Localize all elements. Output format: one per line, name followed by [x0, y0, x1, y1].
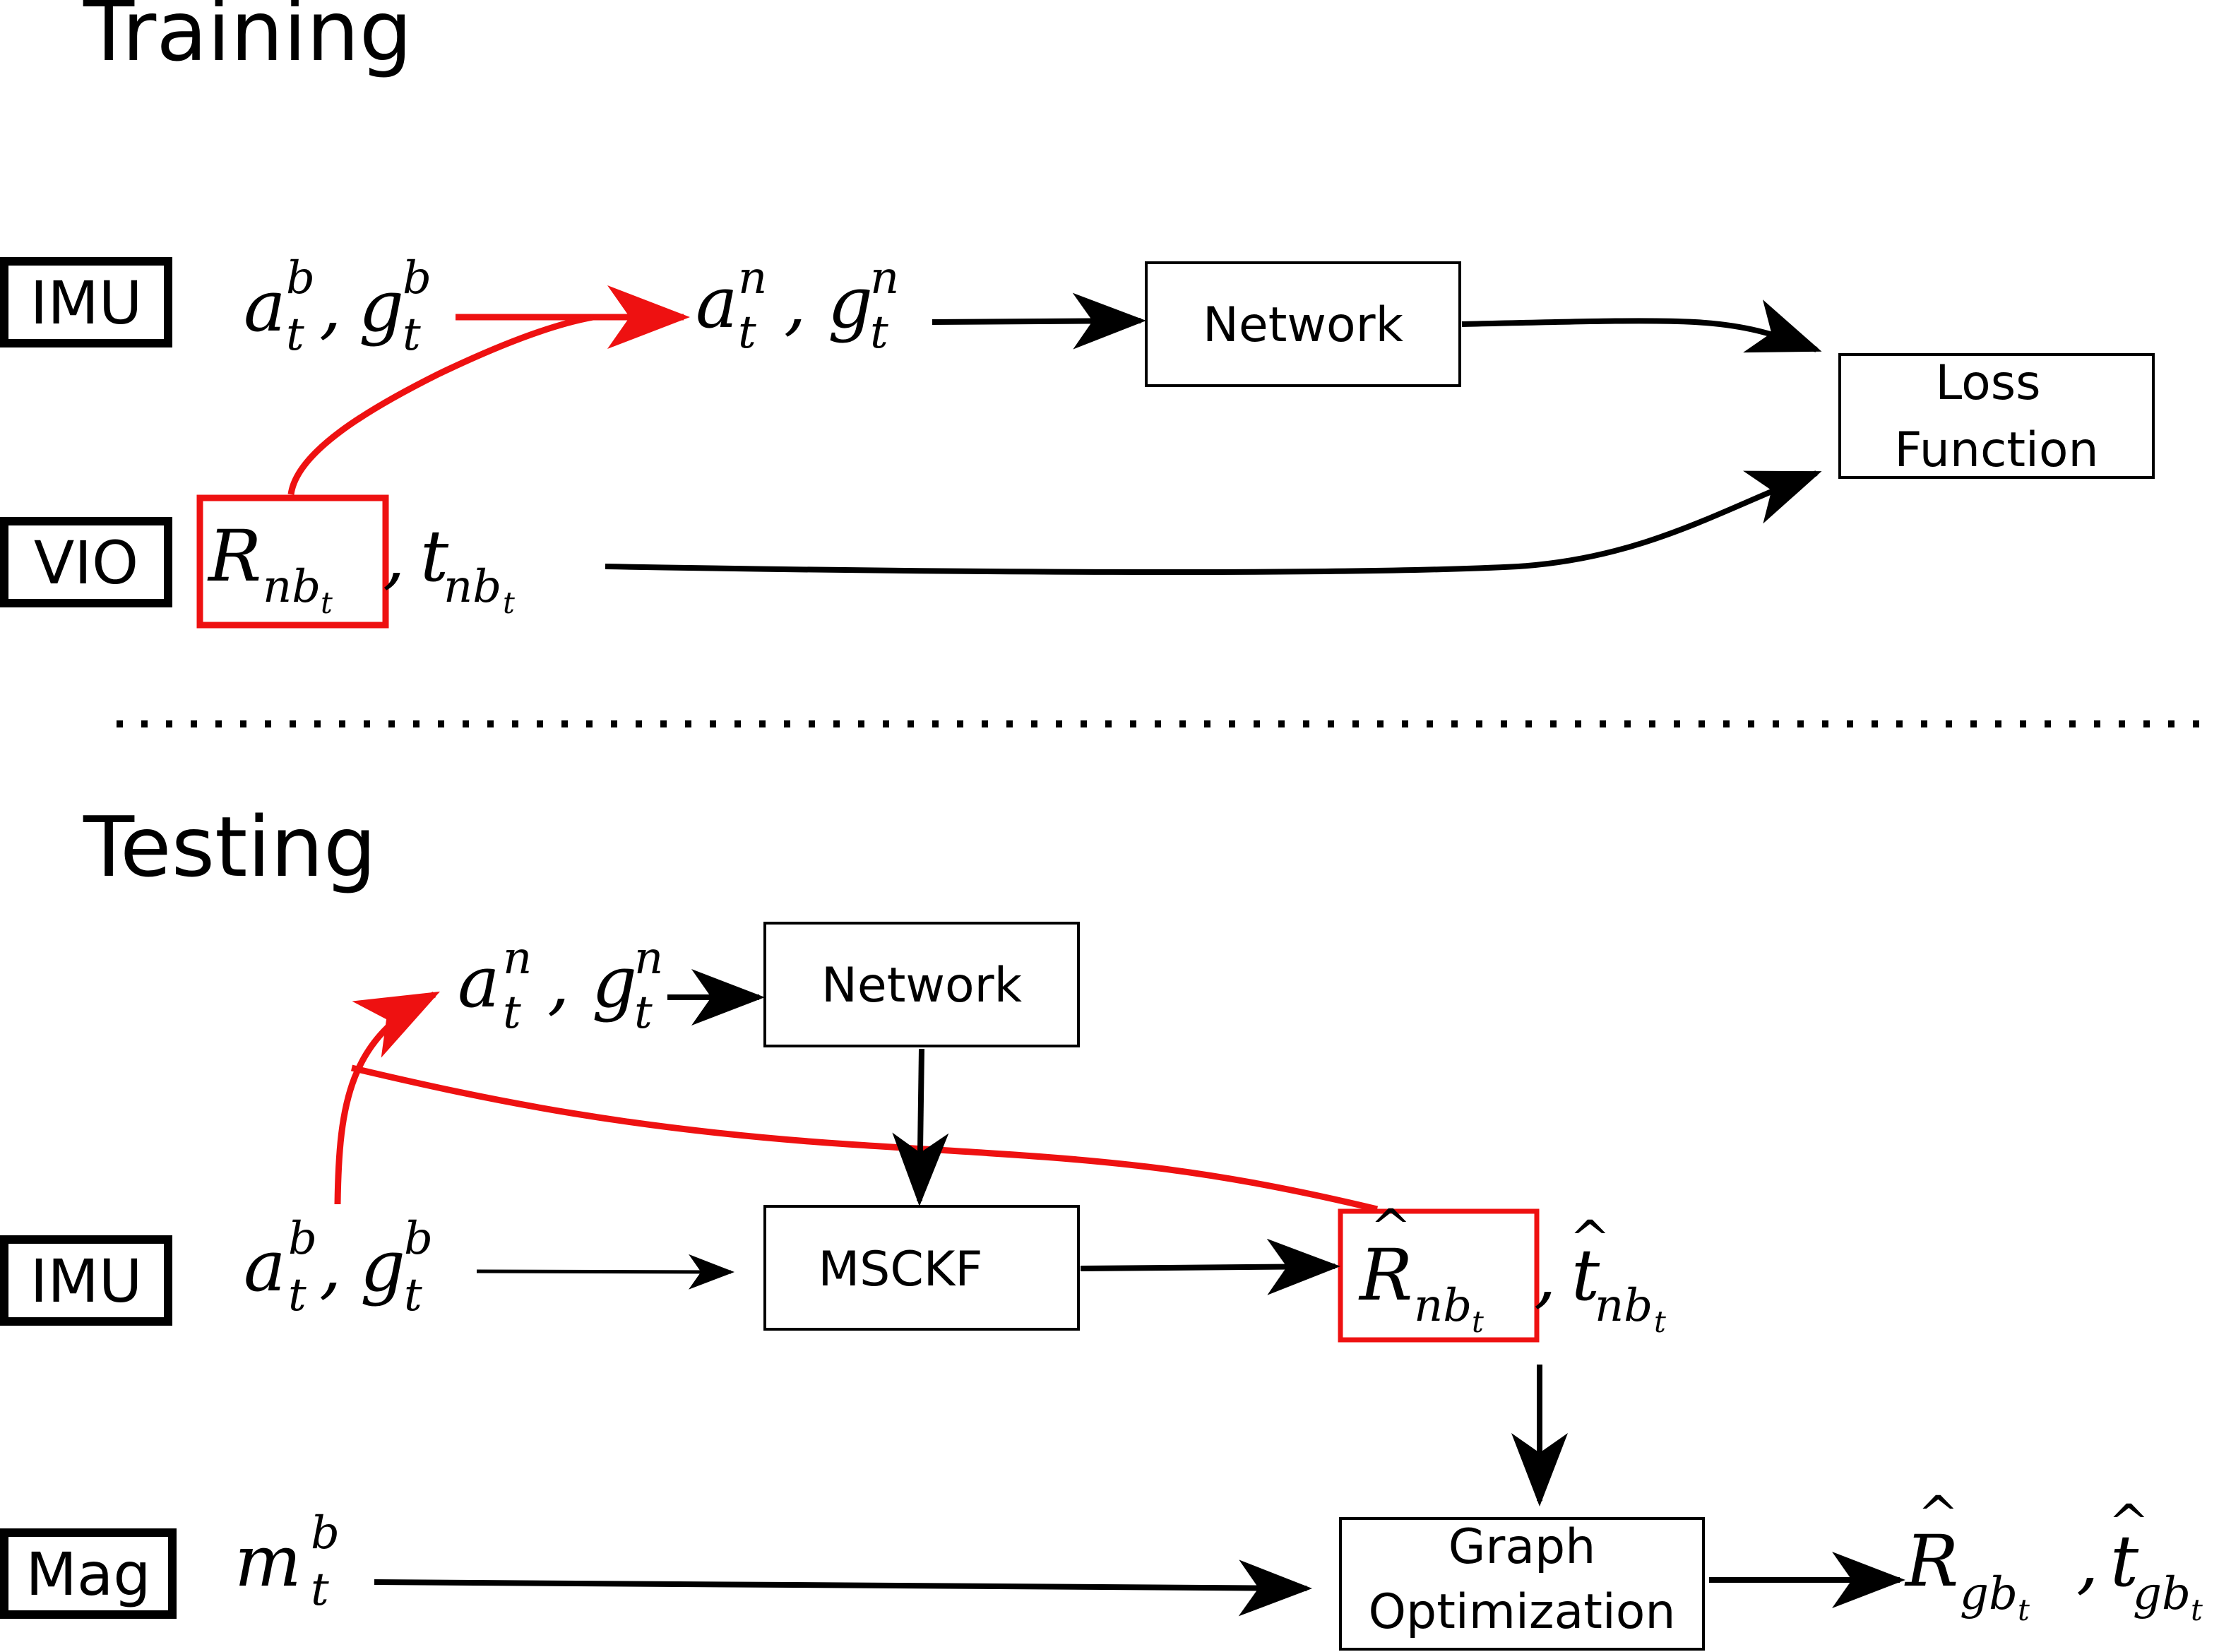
estimated-pose-signal: ^ R nb t , ^ t nb t	[1358, 1199, 1666, 1339]
accel-frame-sup: n	[738, 252, 767, 304]
testing-imu-tag-frame	[0, 1235, 172, 1326]
separator: ,	[319, 265, 342, 347]
mag-time-sub: t	[311, 1564, 329, 1616]
mag-tag-frame	[0, 1528, 177, 1619]
testing-nav-signal: a n t , g n t	[458, 932, 663, 1039]
accel-frame-sup: n	[503, 932, 532, 985]
training-vio-signal: R nb t , t nb t	[207, 515, 515, 620]
gyro-frame-sup: n	[870, 252, 899, 304]
testing-imu-tag: IMU	[30, 1247, 143, 1316]
msckf-box	[763, 1205, 1080, 1331]
mag-symbol: m	[234, 1520, 302, 1603]
rotation-subsub: t	[1472, 1305, 1484, 1339]
nav-to-network-arrow	[932, 292, 1146, 350]
gyro-symbol: g	[360, 1225, 405, 1307]
training-title: Training	[83, 0, 412, 80]
separator: ,	[319, 1225, 342, 1307]
training-imu-tag: IMU	[30, 268, 143, 338]
separator: ,	[1534, 1234, 1557, 1317]
gyro-time-sub: t	[404, 1269, 422, 1321]
rotation-sub: nb	[1414, 1280, 1472, 1332]
translation-symbol: t	[2110, 1520, 2139, 1603]
rotation-feed-curve	[287, 314, 594, 495]
translation-sub: gb	[2133, 1568, 2191, 1620]
rotation-sub: gb	[1960, 1568, 2018, 1620]
translation-hat: ^	[1569, 1210, 1611, 1268]
mag-to-graph-arrow	[374, 1559, 1312, 1617]
separator: ,	[2076, 1520, 2099, 1603]
rotate-to-nav-arrow	[334, 991, 440, 1205]
mag-frame-sup: b	[311, 1507, 340, 1559]
testing-title: Testing	[83, 798, 376, 896]
training-nav-signal: a n t , g n t	[696, 252, 899, 359]
msckf-to-estimate-arrow	[1080, 1238, 1340, 1295]
training-imu-signal: a b t , g b t	[244, 252, 432, 361]
mag-signal: m b t	[234, 1507, 340, 1616]
translation-symbol: t	[420, 515, 449, 598]
training-network-box	[1145, 261, 1461, 387]
estimated-rotation-feedback-curve	[350, 1064, 1379, 1213]
accel-symbol: a	[244, 1225, 286, 1307]
translation-subsub: t	[503, 586, 515, 620]
gyro-symbol: g	[359, 265, 404, 347]
training-vio-tag: VIO	[34, 528, 138, 598]
testing-network-label: Network	[821, 958, 1023, 1014]
gyro-frame-sup: n	[634, 932, 663, 985]
output-pose-signal: ^ R gb t , ^ t gb t	[1904, 1485, 2203, 1627]
msckf-label: MSCKF	[818, 1242, 982, 1297]
rotation-hat: ^	[1917, 1485, 1959, 1543]
gyro-frame-sup: b	[403, 252, 432, 304]
loss-function-box	[1838, 353, 2155, 479]
separator: ,	[547, 941, 570, 1023]
rotation-symbol: R	[1904, 1520, 1958, 1603]
translation-hat: ^	[2108, 1494, 2150, 1552]
vio-to-loss-arrow	[605, 470, 1822, 575]
rotation-subsub: t	[2018, 1593, 2030, 1627]
network-to-loss-arrow	[1461, 299, 1822, 353]
accel-time-sub: t	[288, 1269, 307, 1321]
translation-sub: nb	[444, 561, 501, 613]
testing-imu-signal: a b t , g b t	[244, 1213, 433, 1321]
graph-label-line2: Optimization	[1369, 1584, 1676, 1640]
accel-symbol: a	[458, 941, 500, 1023]
training-rotation-highlight	[196, 494, 389, 629]
separator: ,	[383, 515, 405, 598]
translation-symbol: t	[1571, 1234, 1600, 1317]
gyro-frame-sup: b	[404, 1213, 433, 1265]
training-vio-tag-frame	[0, 517, 172, 607]
training-network-label: Network	[1203, 297, 1404, 353]
accel-time-sub: t	[738, 307, 756, 359]
gyro-time-sub: t	[870, 307, 888, 359]
imu-to-msckf-arrow	[476, 1254, 734, 1290]
loss-label-line2: Function	[1894, 422, 2098, 478]
graph-optimization-box	[1339, 1517, 1705, 1651]
testing-network-box	[763, 922, 1080, 1047]
gyro-time-sub: t	[634, 987, 653, 1039]
translation-sub: nb	[1595, 1280, 1653, 1332]
accel-frame-sup: b	[288, 1213, 317, 1265]
accel-time-sub: t	[286, 309, 304, 361]
accel-time-sub: t	[503, 987, 521, 1039]
translation-subsub: t	[2191, 1593, 2203, 1627]
accel-symbol: a	[696, 261, 738, 344]
accel-frame-sup: b	[286, 252, 315, 304]
separator: ,	[784, 261, 807, 344]
gyro-symbol: g	[828, 261, 873, 344]
estimated-rotation-highlight	[1338, 1208, 1540, 1343]
mag-tag: Mag	[25, 1540, 150, 1609]
graph-label-line1: Graph	[1448, 1519, 1596, 1575]
network-to-msckf-arrow	[892, 1048, 949, 1206]
rotation-subsub: t	[321, 586, 333, 620]
training-imu-tag-frame	[0, 257, 172, 347]
rotation-symbol: R	[207, 515, 261, 598]
rotation-sub: nb	[263, 561, 321, 613]
gyro-symbol: g	[592, 941, 637, 1023]
translation-subsub: t	[1654, 1305, 1666, 1339]
accel-symbol: a	[244, 265, 286, 347]
loss-label-line1: Loss	[1935, 355, 2040, 411]
gyro-time-sub: t	[403, 309, 421, 361]
rotation-symbol: R	[1358, 1234, 1412, 1317]
